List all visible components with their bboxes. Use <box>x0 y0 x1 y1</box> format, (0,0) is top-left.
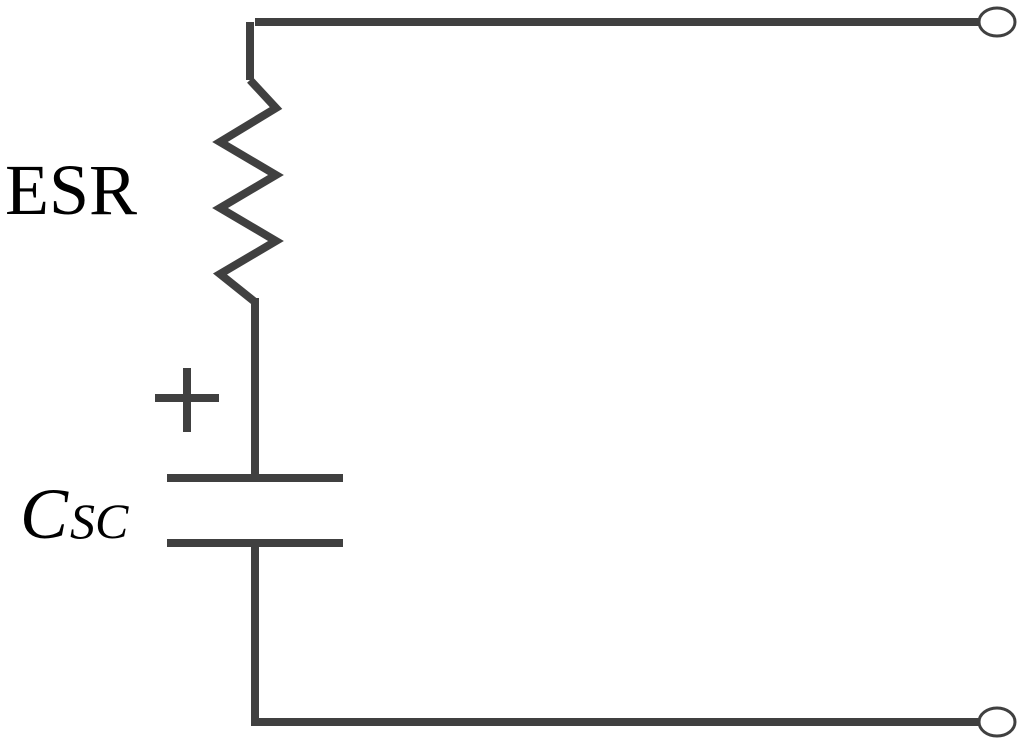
capacitor-label: CSC <box>20 474 129 554</box>
capacitor-label-main: C <box>20 474 69 554</box>
capacitor-label-subscript: SC <box>70 493 129 549</box>
esr-label: ESR <box>5 150 137 230</box>
resistor-esr <box>212 77 284 306</box>
terminal-bottom[interactable] <box>977 706 1017 738</box>
terminal-top[interactable] <box>977 6 1017 38</box>
plus-icon <box>155 368 219 432</box>
